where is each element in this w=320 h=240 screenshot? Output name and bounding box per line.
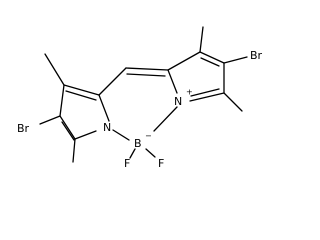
- boron-label: B: [134, 137, 142, 150]
- bond: [126, 73, 166, 77]
- fluorine-label-right: F: [158, 157, 164, 170]
- atom-labels: Br Br N N B F F + −: [17, 49, 263, 170]
- bond: [98, 94, 110, 122]
- nitrogen-label-right: N: [174, 95, 182, 108]
- molecule-structure-diagram: Br Br N N B F F + −: [17, 26, 263, 170]
- bond: [39, 115, 61, 125]
- fluorine-label-left: F: [124, 157, 130, 170]
- bond: [129, 148, 136, 159]
- bond-lines: [39, 26, 248, 163]
- bond: [199, 26, 204, 53]
- bond: [72, 138, 76, 163]
- bond: [65, 90, 97, 101]
- bond: [199, 51, 225, 64]
- bond: [74, 130, 97, 140]
- bond: [125, 67, 169, 71]
- bond: [190, 88, 220, 97]
- bond: [167, 51, 201, 71]
- bond: [145, 148, 156, 158]
- bond: [63, 84, 100, 96]
- bond: [59, 115, 76, 140]
- positive-charge-label: +: [186, 88, 193, 97]
- bond: [223, 92, 243, 112]
- bond: [44, 53, 65, 86]
- bond: [223, 56, 248, 64]
- nitrogen-label-left: N: [103, 121, 111, 134]
- negative-charge-label: −: [145, 132, 152, 141]
- bond: [112, 129, 130, 141]
- bond: [61, 121, 75, 141]
- bond: [153, 106, 178, 132]
- bromine-label-left: Br: [17, 122, 30, 135]
- bond: [189, 92, 225, 102]
- bond: [59, 84, 65, 117]
- bond: [98, 67, 127, 96]
- bromine-label-right: Br: [250, 49, 263, 62]
- bond: [200, 57, 220, 67]
- bond: [167, 69, 178, 94]
